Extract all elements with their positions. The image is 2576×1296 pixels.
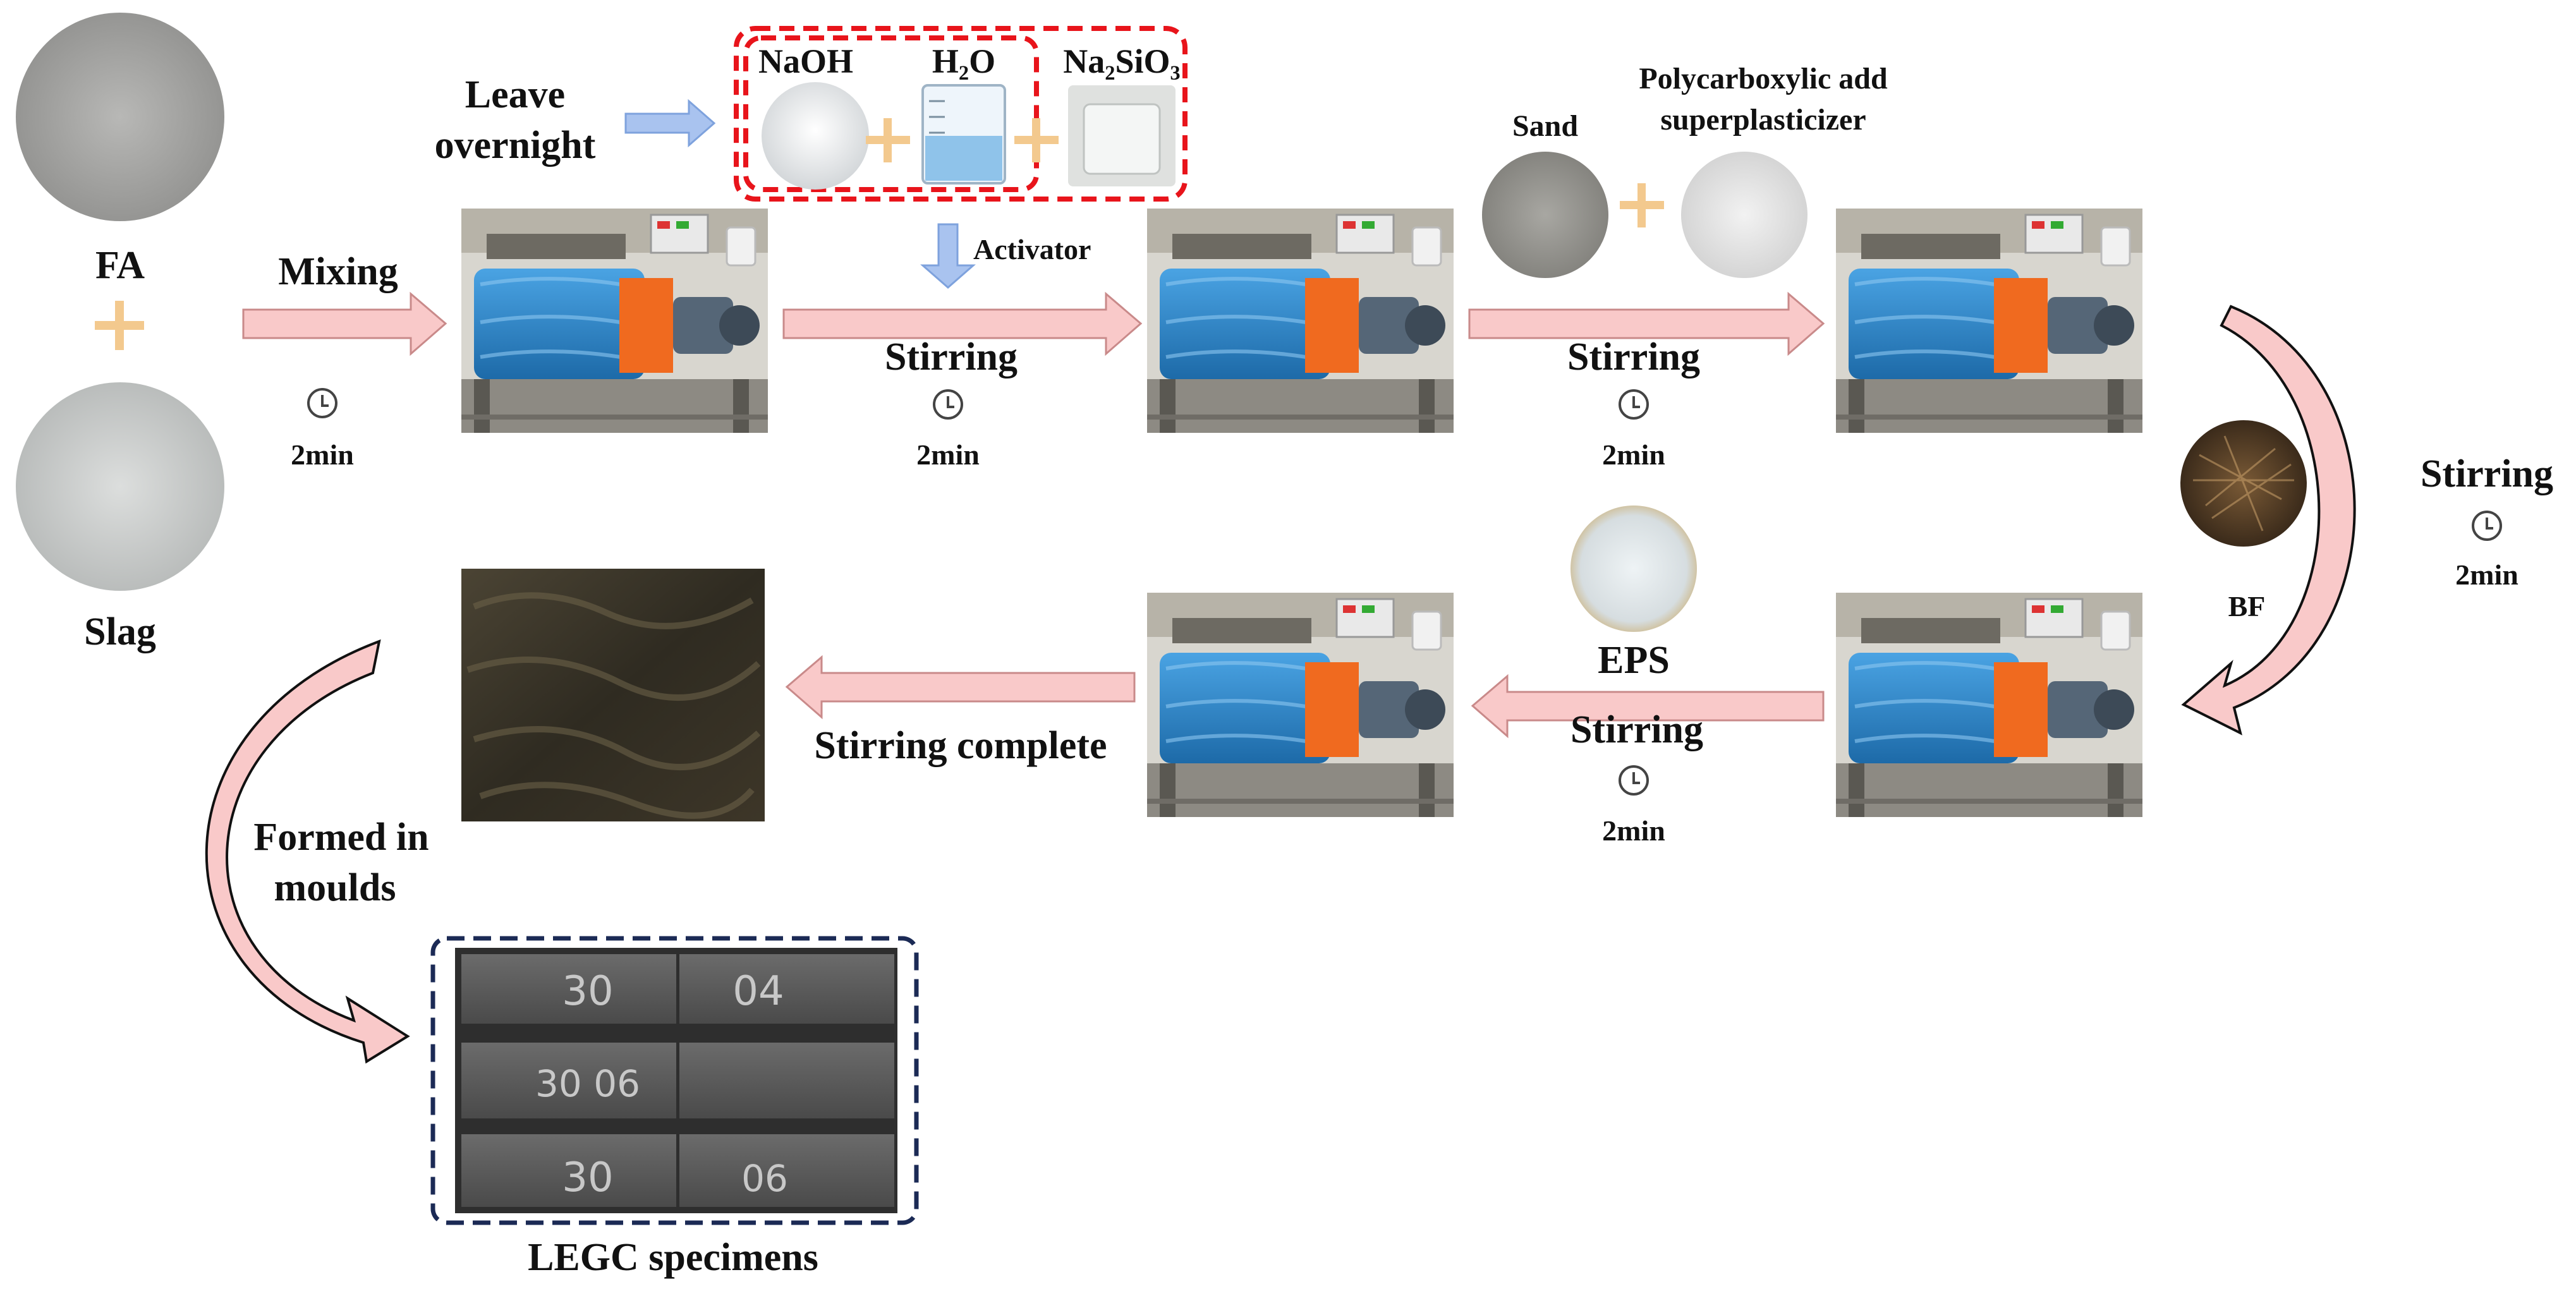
clock-icon bbox=[307, 388, 337, 418]
superplasticizer-image bbox=[1681, 152, 1807, 278]
clock-icon bbox=[2472, 511, 2502, 541]
stirring3-label: Stirring bbox=[2421, 452, 2553, 495]
specimen-mark: 30 bbox=[562, 968, 613, 1015]
eps-image bbox=[1571, 506, 1697, 632]
leave-overnight-label-1: Leave bbox=[465, 73, 565, 116]
specimen-mark: 30 bbox=[562, 1154, 613, 1201]
specimens-label: LEGC specimens bbox=[528, 1236, 818, 1279]
mixing-time: 2min bbox=[291, 439, 354, 471]
arrow-stirring-1 bbox=[782, 291, 1143, 356]
slag-image bbox=[16, 382, 224, 591]
clock-icon bbox=[933, 389, 963, 420]
mixer-photo-2 bbox=[1147, 209, 1454, 433]
stirring2-label: Stirring bbox=[1567, 336, 1700, 379]
mixer-photo-1 bbox=[461, 209, 768, 433]
stirring3-time: 2min bbox=[2455, 559, 2518, 591]
naoh-label: NaOH bbox=[758, 42, 853, 80]
specimen-mark: 06 bbox=[741, 1157, 788, 1200]
curved-arrow-left bbox=[205, 639, 410, 1064]
formed-label-1: Formed in bbox=[253, 816, 428, 859]
clock-icon bbox=[1619, 389, 1649, 420]
beaker-icon bbox=[921, 84, 1006, 185]
arrow-stirring-4 bbox=[1471, 674, 1825, 739]
slag-label: Slag bbox=[84, 610, 156, 653]
na2sio3-label: Na₂SiO₃ bbox=[1063, 42, 1180, 80]
blue-arrow-down bbox=[920, 223, 976, 289]
activator-label: Activator bbox=[973, 233, 1091, 265]
plus-icon bbox=[95, 301, 144, 350]
stirring4-label: Stirring bbox=[1571, 708, 1703, 751]
formed-label-2: moulds bbox=[274, 866, 396, 909]
plus-icon bbox=[1620, 183, 1664, 227]
sand-image bbox=[1482, 152, 1608, 278]
bf-label: BF bbox=[2228, 590, 2266, 622]
superplasticizer-label-2: superplasticizer bbox=[1660, 103, 1866, 136]
arrow-stirring-complete bbox=[785, 655, 1136, 720]
stirring1-time: 2min bbox=[916, 439, 980, 471]
specimen-mark: 30 06 bbox=[535, 1062, 640, 1105]
naoh-image bbox=[762, 82, 869, 190]
superplasticizer-label-1: Polycarboxylic add bbox=[1639, 62, 1888, 95]
bf-fibers bbox=[2193, 435, 2294, 531]
solution-dashed-box bbox=[743, 35, 1039, 192]
stirring4-time: 2min bbox=[1602, 815, 1665, 847]
h2o-label: H₂O bbox=[932, 42, 995, 80]
fresh-mixture-photo bbox=[461, 569, 765, 821]
leave-overnight-label-2: overnight bbox=[435, 124, 596, 167]
fa-image bbox=[16, 13, 224, 221]
plus-icon bbox=[1014, 118, 1059, 162]
specimens-dashed-box bbox=[430, 936, 919, 1225]
mixer-photo-4 bbox=[1836, 593, 2142, 817]
sand-label: Sand bbox=[1512, 109, 1578, 143]
blue-arrow-right bbox=[624, 99, 716, 148]
curved-arrow-right bbox=[2181, 305, 2356, 736]
specimen-mark: 04 bbox=[732, 968, 784, 1015]
stirring2-time: 2min bbox=[1602, 439, 1665, 471]
na2sio3-image bbox=[1068, 85, 1176, 186]
mixer-photo-5 bbox=[1147, 593, 1454, 817]
fa-label: FA bbox=[95, 244, 145, 287]
mixing-label: Mixing bbox=[278, 250, 398, 293]
arrow-mixing bbox=[242, 291, 447, 356]
mixer-photo-3 bbox=[1836, 209, 2142, 433]
clock-icon bbox=[1619, 765, 1649, 796]
stirring-complete-label: Stirring complete bbox=[814, 724, 1107, 767]
stirring1-label: Stirring bbox=[885, 336, 1018, 379]
activator-dashed-box bbox=[734, 26, 1188, 202]
specimens-photo bbox=[455, 948, 897, 1213]
eps-label: EPS bbox=[1598, 639, 1670, 682]
arrow-stirring-2 bbox=[1468, 291, 1825, 356]
plus-icon bbox=[866, 118, 910, 162]
